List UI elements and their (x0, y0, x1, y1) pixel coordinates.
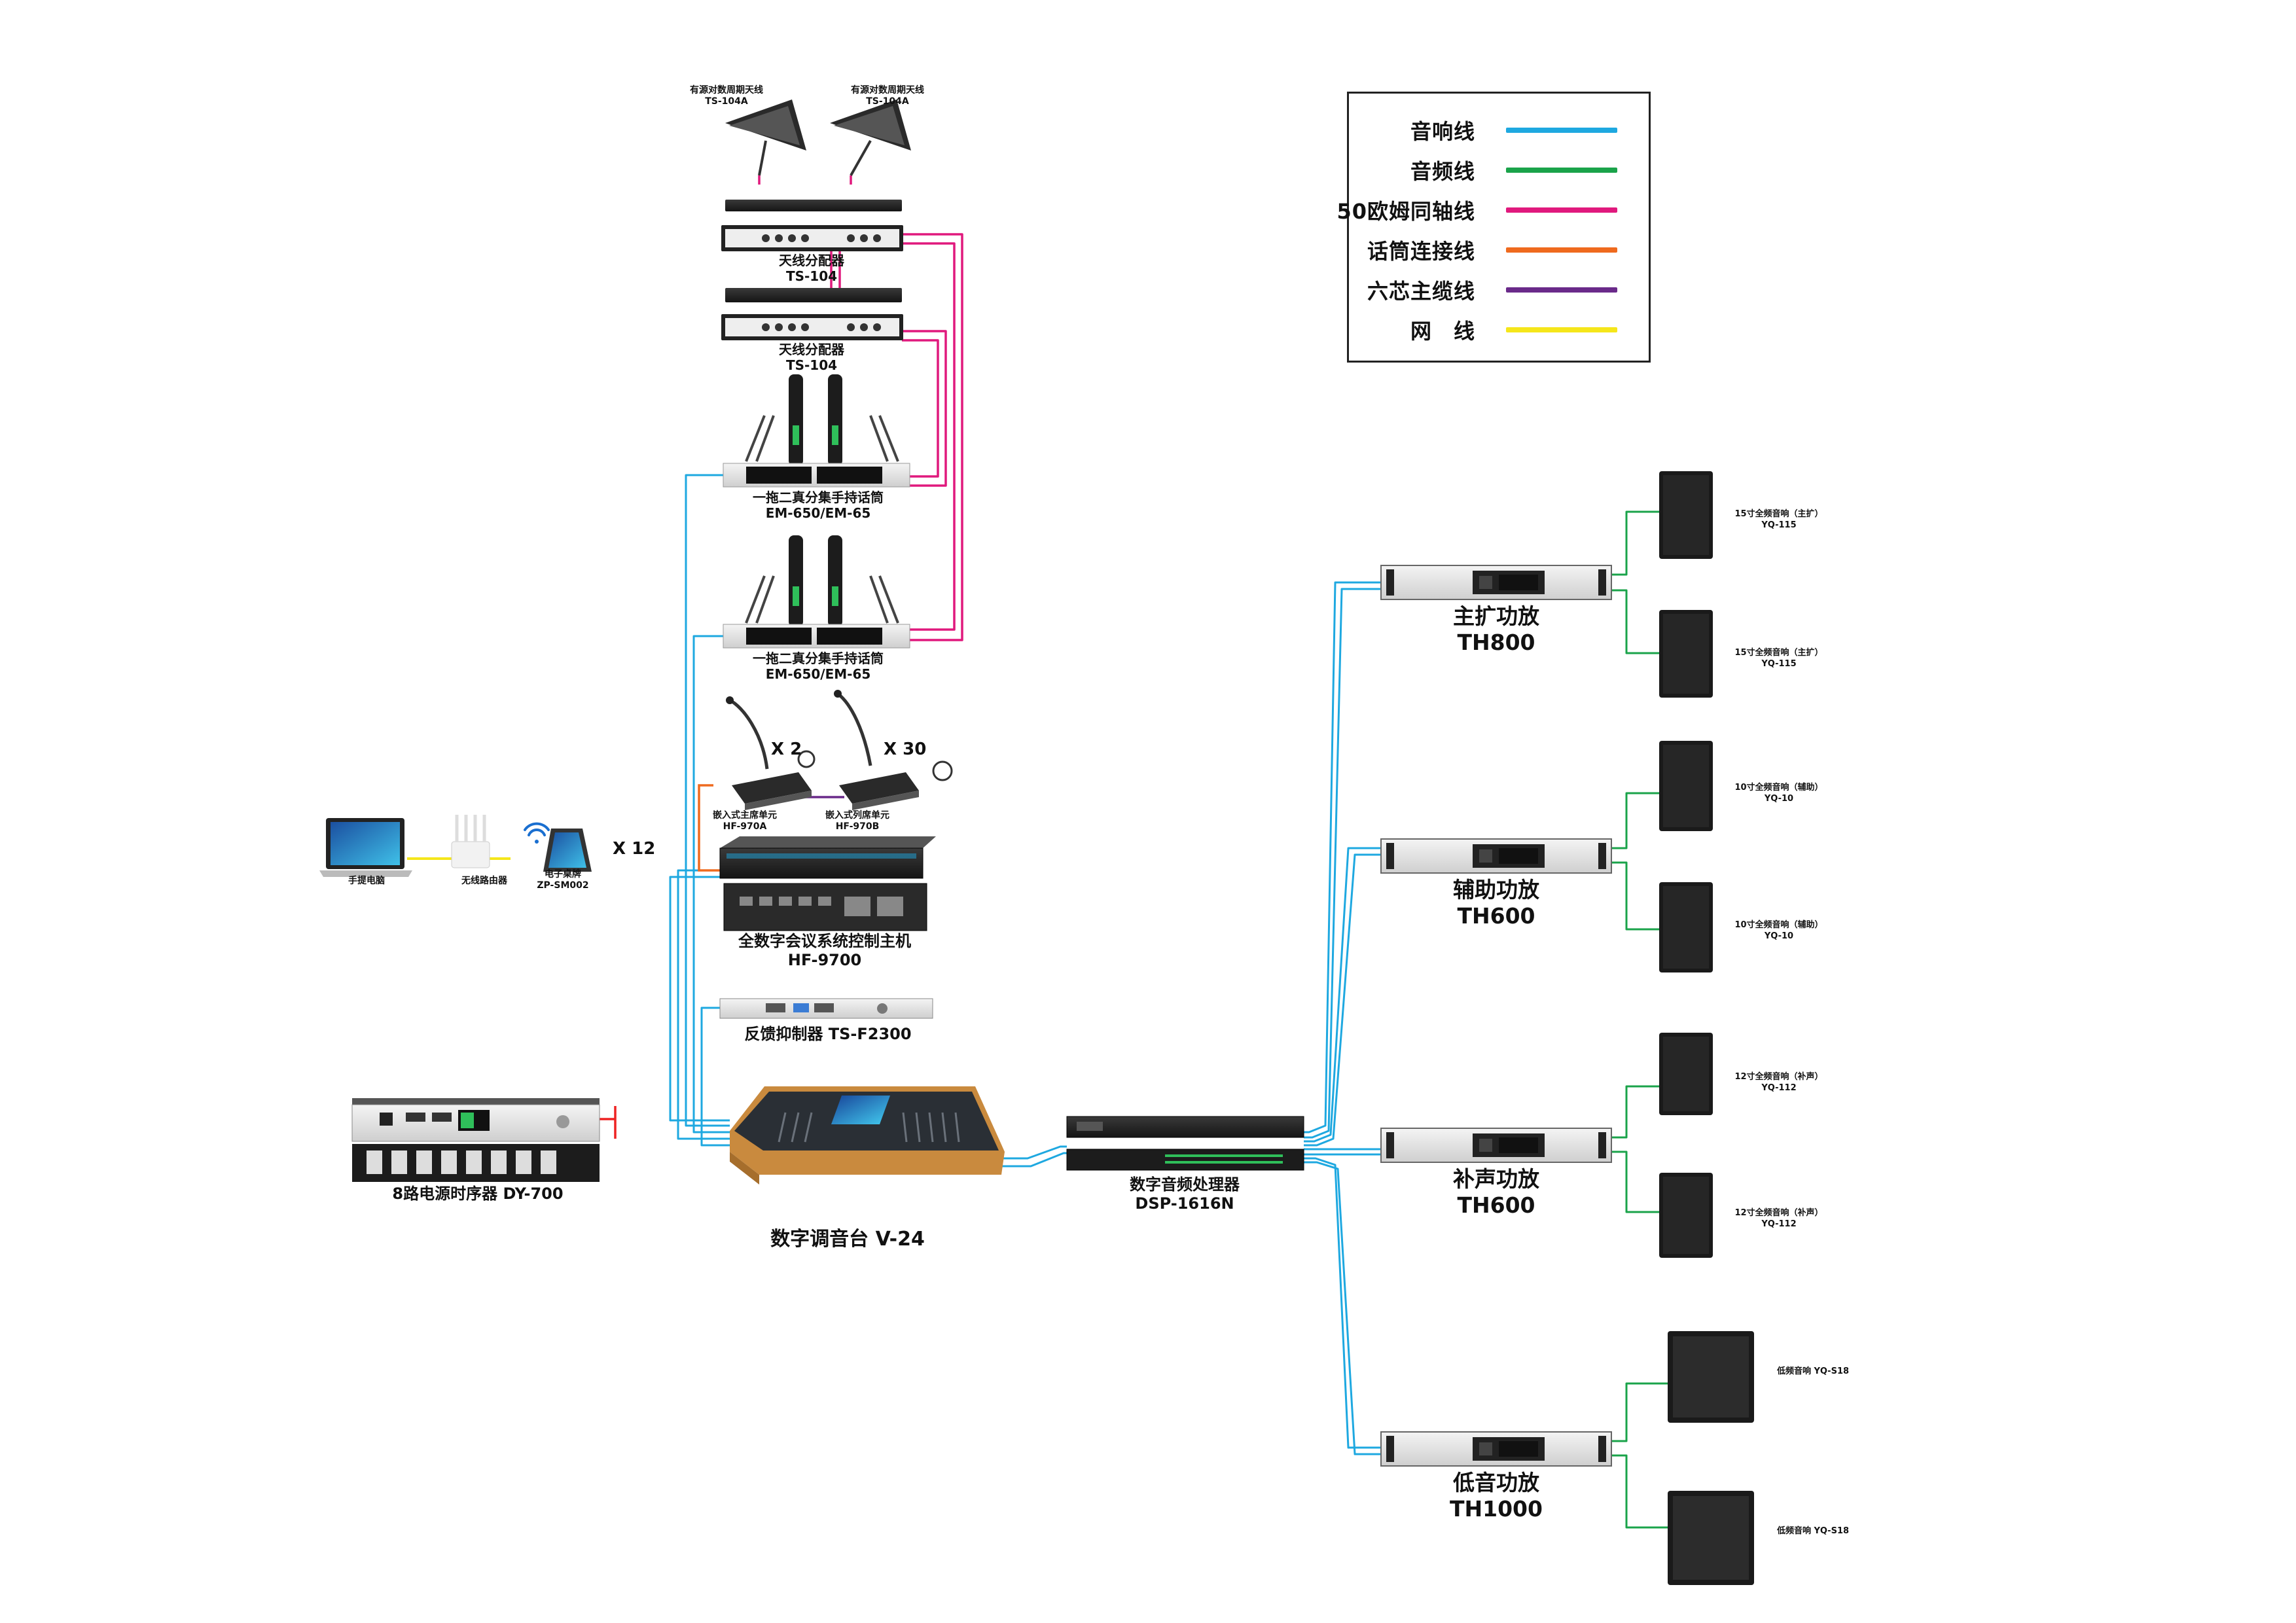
power-sequencer-device (351, 1098, 600, 1182)
legend-label: 网 线 (1410, 319, 1475, 344)
speaker-label: 15寸全频音响（主扩）YQ-115 (1734, 509, 1823, 530)
speaker-label: 10寸全频音响（辅助）YQ-10 (1734, 920, 1823, 941)
speaker-label: 10寸全频音响（辅助）YQ-10 (1734, 783, 1823, 804)
speaker-icon (1659, 610, 1713, 698)
legend-label: 50欧姆同轴线 (1336, 199, 1475, 224)
mixer-device (730, 1086, 1005, 1185)
legend-item-six-core-cable: 六芯主缆线 (1349, 275, 1649, 308)
legend-item-audio-cable: 音频线 (1349, 155, 1649, 188)
antenna-icon (830, 99, 911, 176)
legend: 音响线 音频线 50欧姆同轴线 话筒连接线 六芯主缆线 网 线 (1336, 92, 1651, 363)
legend-swatch (1506, 168, 1617, 173)
subwoofer-icon (1668, 1331, 1754, 1423)
amplifier-device (1380, 1128, 1612, 1163)
legend-swatch (1506, 247, 1617, 253)
sequencer-label: 8路电源时序器 DY-700 (392, 1185, 564, 1203)
laptop-icon (319, 818, 412, 877)
speaker-label: 15寸全频音响（主扩）YQ-115 (1734, 648, 1823, 669)
speaker-icon (1659, 882, 1713, 972)
legend-swatch (1506, 327, 1617, 332)
antenna-splitter-device (721, 288, 903, 340)
speaker-label: 12寸全频音响（补声）YQ-112 (1734, 1208, 1823, 1229)
legend-item-coax-cable: 50欧姆同轴线 (1336, 195, 1649, 228)
tablet-icon (543, 829, 592, 872)
chairman-unit-icon (726, 696, 816, 810)
amplifier-device (1380, 565, 1612, 600)
subwoofer-icon (1668, 1491, 1754, 1585)
legend-label: 音响线 (1410, 119, 1475, 144)
subwoofer-label: 低频音响 YQ-S18 (1776, 1366, 1850, 1376)
delegate-unit-icon (834, 690, 953, 810)
feedback-suppressor-label: 反馈抑制器 TS-F2300 (744, 1025, 912, 1043)
legend-label: 音频线 (1410, 159, 1475, 184)
antenna-icon (725, 99, 806, 176)
delegate-count: X 30 (884, 740, 927, 759)
legend-swatch (1506, 287, 1617, 293)
speaker-icon (1659, 1033, 1713, 1115)
chair-count: X 2 (771, 740, 802, 759)
wireless-receiver-device (723, 535, 910, 649)
wireless-receiver-device (723, 374, 910, 488)
legend-item-speaker-cable: 音响线 (1349, 115, 1649, 148)
subwoofer-label: 低频音响 YQ-S18 (1776, 1526, 1850, 1536)
mic-cable (698, 784, 720, 872)
wifi-icon (524, 822, 550, 844)
audio-wires (1611, 510, 1668, 1529)
antenna-splitter-device (721, 200, 903, 251)
router-label: 无线路由器 (461, 876, 507, 886)
tablet-count: X 12 (613, 839, 656, 859)
feedback-suppressor-device (719, 998, 933, 1019)
speaker-icon (1659, 471, 1713, 559)
legend-swatch (1506, 128, 1617, 133)
mixer-label: 数字调音台 V-24 (770, 1228, 925, 1251)
legend-item-network-cable: 网 线 (1349, 315, 1649, 348)
legend-swatch (1506, 207, 1617, 213)
speaker-icon (1659, 1173, 1713, 1258)
legend-item-mic-cable: 话筒连接线 (1349, 235, 1649, 268)
speaker-icon (1659, 741, 1713, 831)
legend-label: 六芯主缆线 (1367, 279, 1475, 304)
laptop-label: 手提电脑 (348, 876, 385, 886)
speaker-label: 12寸全频音响（补声）YQ-112 (1734, 1072, 1823, 1093)
power-link (600, 1106, 617, 1139)
conference-host-device (719, 836, 936, 931)
amplifier-device (1380, 838, 1612, 874)
legend-label: 话筒连接线 (1367, 239, 1475, 264)
dsp-device (1066, 1116, 1304, 1171)
router-icon (451, 815, 490, 868)
amplifier-device (1380, 1431, 1612, 1467)
